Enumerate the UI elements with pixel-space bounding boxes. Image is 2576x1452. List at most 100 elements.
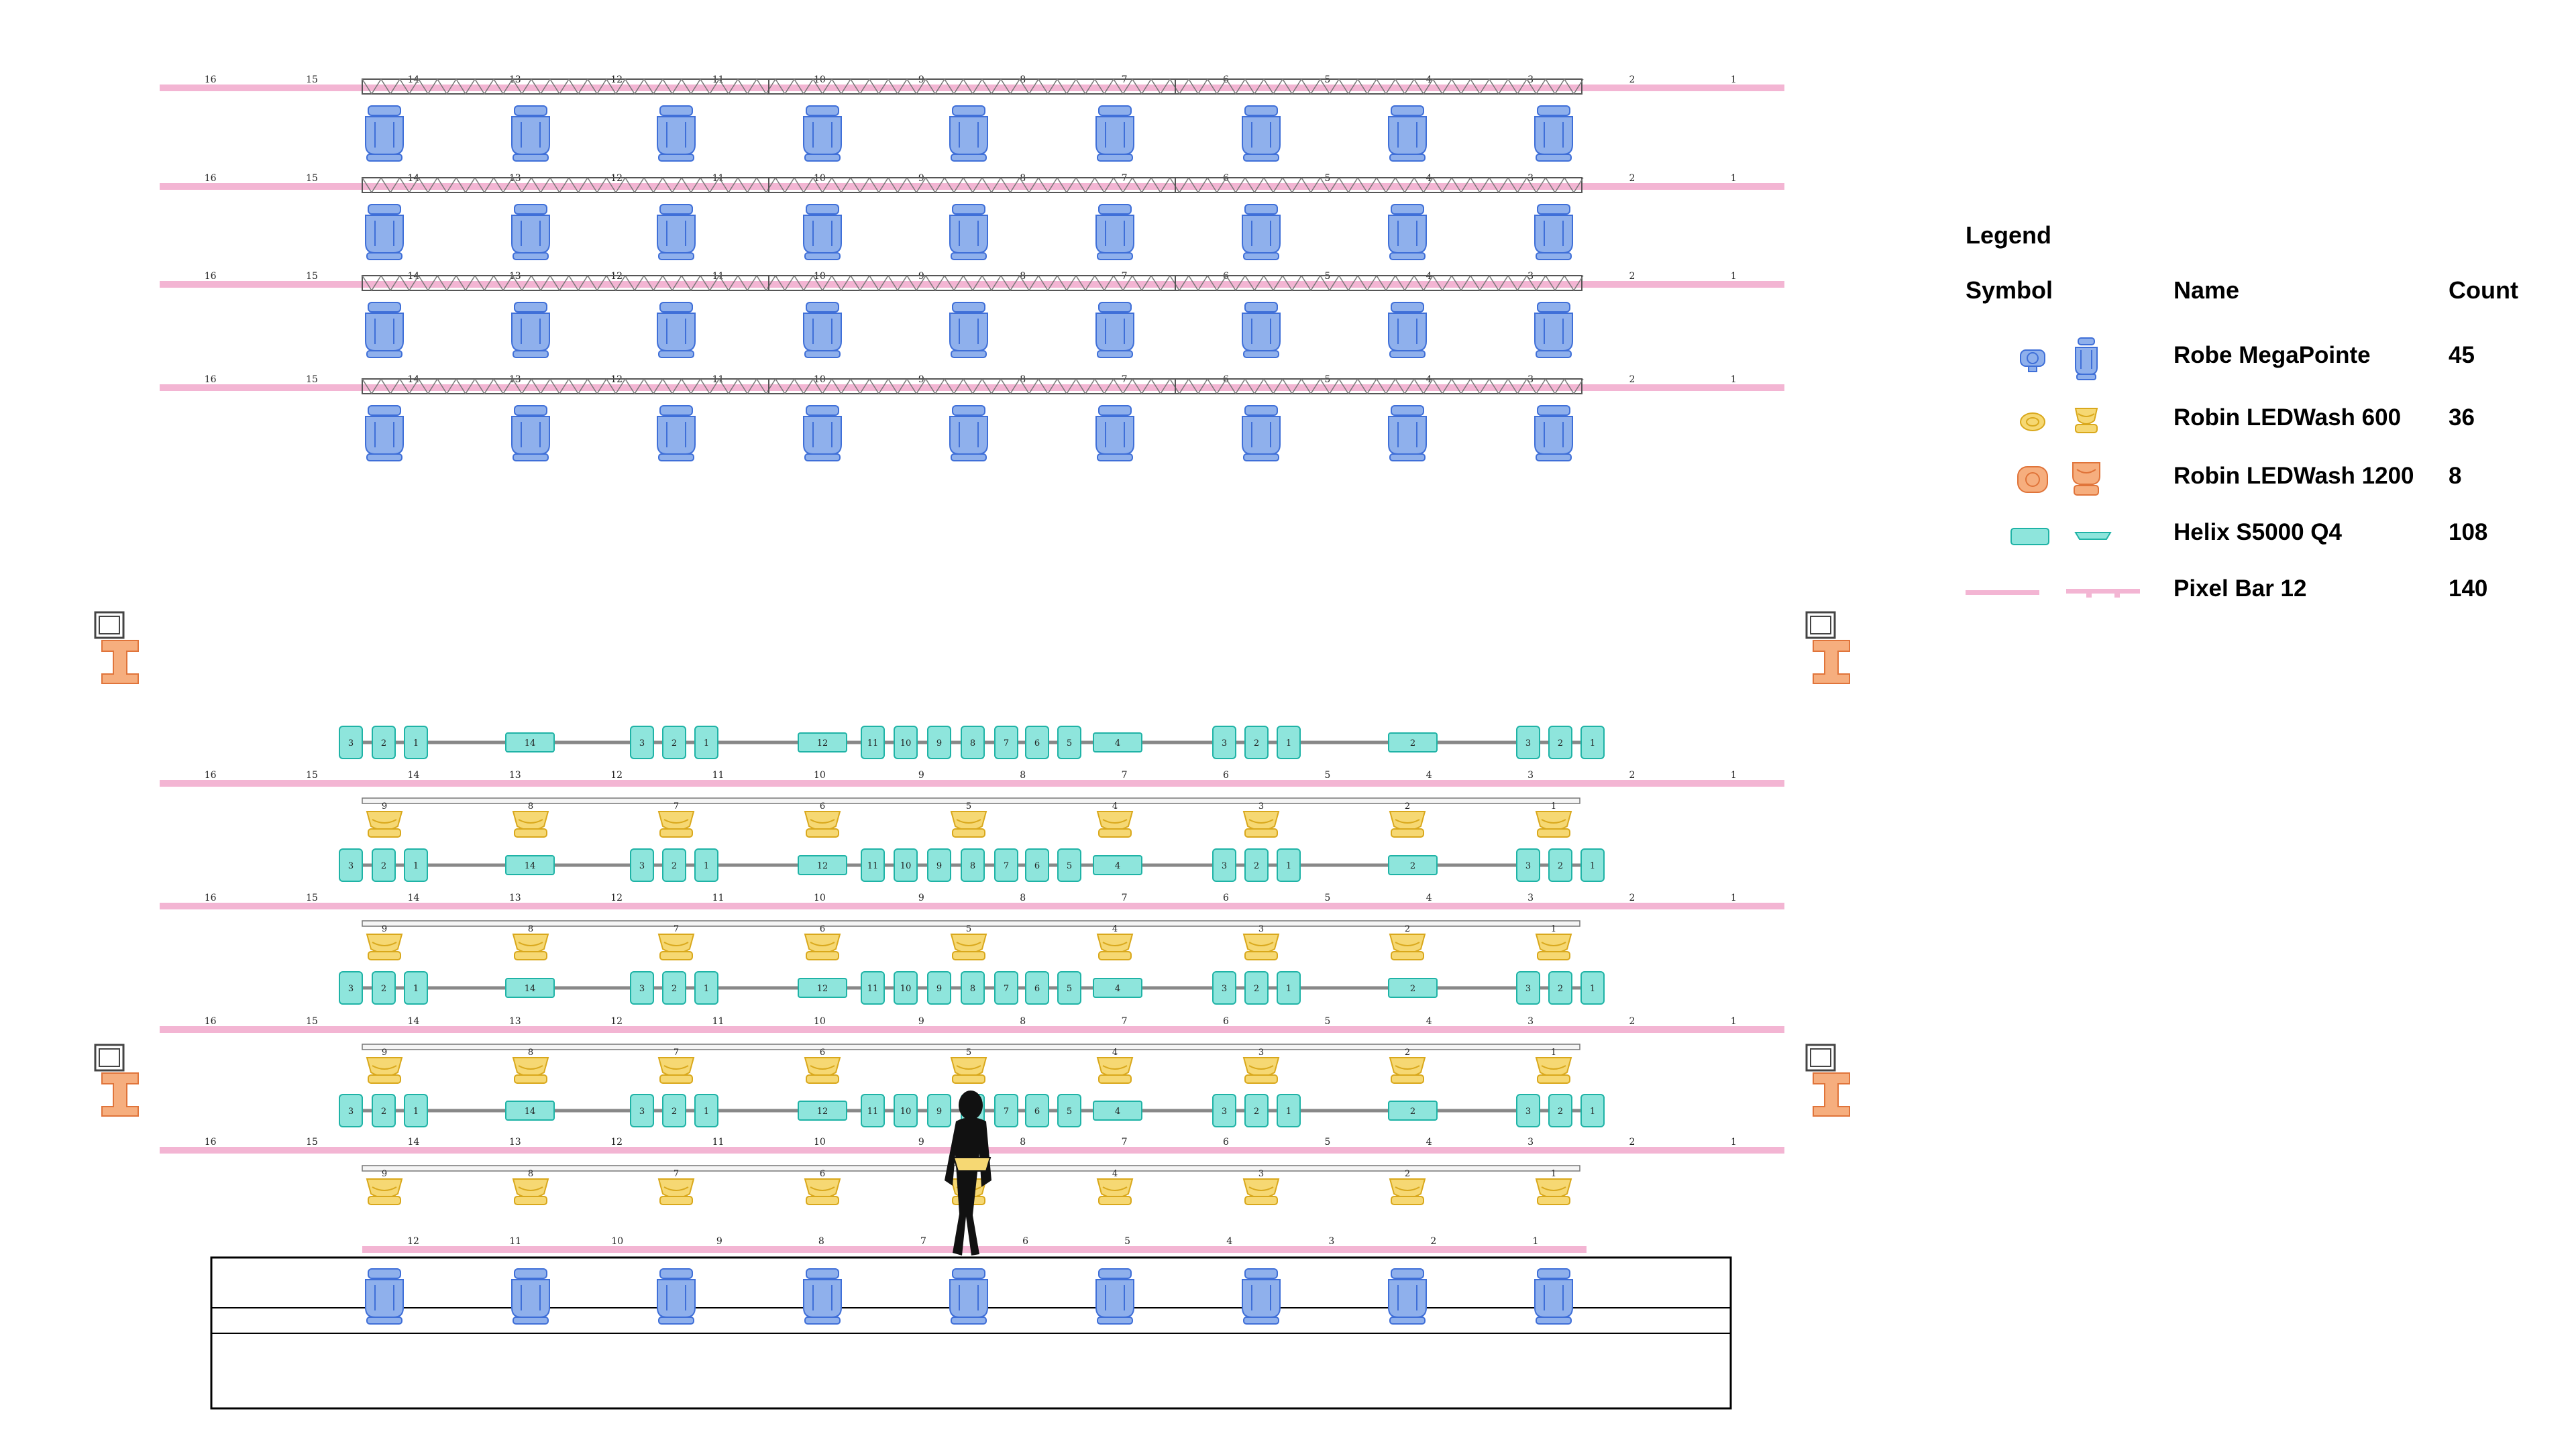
pixel-bar-number: 4 [1426,1137,1432,1148]
moving-head-arms [1105,221,1125,246]
helix-number: 1 [704,861,709,871]
helix-number: 1 [704,738,709,748]
pixel-bar-number: 13 [509,770,521,781]
wash-600-icon: 4 [1096,801,1134,838]
moving-head-arms [374,319,394,344]
helix-number: 3 [1222,738,1227,748]
wash-lens [518,1065,543,1070]
moving-head-yoke [514,405,547,416]
pixel-bar-number: 1 [1731,74,1737,85]
pixel-bar-number: 5 [1124,1236,1130,1247]
moving-head-yoke [806,1268,839,1279]
wash-600-icon: 8 [512,1169,549,1205]
helix-body [798,732,847,752]
helix-body [505,855,555,875]
wash-lens [663,942,689,946]
moving-head-body [803,1279,842,1318]
wash-base [514,1074,547,1084]
wash-number: 1 [1551,924,1556,934]
helix-body [1057,971,1081,1005]
helix-number: 2 [1410,738,1415,748]
wash-head [1389,1057,1426,1077]
pixel-bar-number: 2 [1629,770,1635,781]
wash-base [1537,828,1570,838]
moving-head-icon [1388,204,1427,260]
helix-number: 3 [1525,861,1531,871]
pixel-bar-number: 1 [1731,770,1737,781]
wash-600-icon: 3 [1242,924,1280,960]
helix-icon: 2 [1548,971,1572,1005]
moving-head-arms [666,422,686,447]
wash-base [1537,1196,1570,1205]
moving-head-base [1536,350,1572,358]
helix-number: 12 [817,984,828,994]
helix-body [1548,1094,1572,1127]
helix-icon: 2 [1548,848,1572,882]
helix-icon: 1 [694,1094,718,1127]
legend-column-symbol: Symbol [1966,276,2053,304]
moving-head-arms [812,319,833,344]
helix-body [1516,971,1540,1005]
wash-600-icon: 9 [366,924,403,960]
helix-icon: 12 [798,1101,847,1121]
moving-head-icon [1534,405,1573,461]
wash-head [1389,1178,1426,1198]
helix-icon: 7 [994,971,1018,1005]
wash-base [514,951,547,960]
helix-icon: 3 [339,848,363,882]
pixel-bar-number: 11 [509,1236,521,1247]
helix-body [961,726,985,759]
moving-head-arms [1397,122,1417,148]
helix-body [1277,1094,1301,1127]
helix-number: 4 [1115,738,1120,748]
moving-head-yoke [368,302,401,313]
moving-head-body [657,116,696,155]
helix-icon: 2 [1388,732,1438,752]
helix-icon: 1 [694,726,718,759]
wash-pipe [362,920,1580,927]
wash-600-icon: 2 [1389,801,1426,838]
helix-number: 2 [1254,984,1259,994]
moving-head-icon [803,1268,842,1325]
wash-head [804,811,841,831]
moving-head-icon [949,302,988,358]
wash-600-icon: 1 [1535,801,1572,838]
moving-head-body [365,215,404,254]
moving-head-yoke [952,405,985,416]
moving-head-yoke [1537,405,1570,416]
moving-head-base [1243,453,1279,461]
moving-head-yoke [1098,105,1132,116]
moving-head-body [365,1279,404,1318]
moving-head-body [1242,215,1281,254]
pixel-bar-number: 9 [716,1236,722,1247]
moving-head-body [511,1279,550,1318]
helix-number: 3 [1525,738,1531,748]
moving-head-yoke [1391,302,1424,313]
moving-head-arms [1544,221,1564,246]
helix-icon: 8 [961,848,985,882]
moving-head-arms [812,122,833,148]
helix-icon: 3 [630,848,654,882]
moving-head-yoke [514,1268,547,1279]
wash-lens [810,1186,835,1191]
moving-head-base [1243,252,1279,260]
pixel-bar-strip [160,1026,1784,1033]
wash-base [806,1074,839,1084]
wash-lens [1248,819,1274,824]
wash-lens [1248,942,1274,946]
wash-base [1244,1074,1278,1084]
moving-head-yoke [368,1268,401,1279]
helix-number: 10 [900,861,912,871]
wash-lens [1395,942,1420,946]
wash-600-icon: 1 [1535,1048,1572,1084]
legend-name: Robin LEDWash 1200 [2174,463,2414,489]
helix-number: 10 [900,1107,912,1117]
wash-head [1096,811,1134,831]
moving-head-yoke [1537,105,1570,116]
helix-body [505,1101,555,1121]
helix-number: 2 [1558,984,1563,994]
pixel-bar-number: 2 [1629,1016,1635,1027]
wash-600-icon: 4 [1096,1048,1134,1084]
